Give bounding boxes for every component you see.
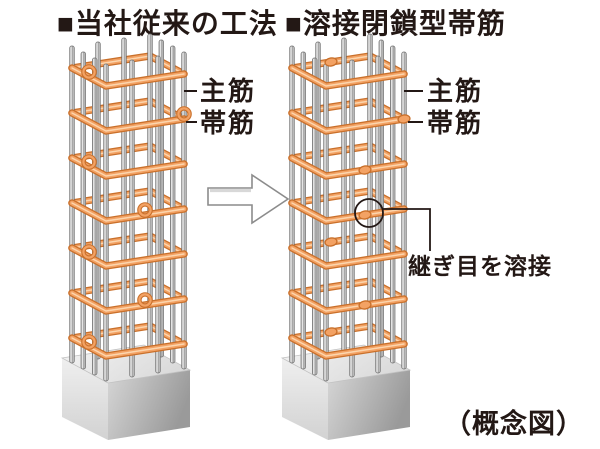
hoop-band-front <box>71 202 185 222</box>
main-rebar <box>170 45 176 364</box>
hoop-hook-loop <box>82 65 96 79</box>
welded-column-illustration <box>280 33 412 440</box>
main-rebar <box>390 45 396 364</box>
concrete-base-front <box>62 358 108 440</box>
weld-joint <box>358 165 372 175</box>
weld-joint <box>324 327 338 337</box>
hoop-band-back <box>291 55 405 75</box>
right-hoop-label: 帯筋 <box>427 108 483 138</box>
hoop-hook <box>81 244 97 260</box>
weld-joint <box>324 237 338 247</box>
hoop-hook <box>137 292 153 308</box>
hoop-hook-loop <box>138 203 152 217</box>
hoop-hook-loop <box>177 107 191 121</box>
hoop-hook <box>176 106 192 122</box>
weld-note-leader-line <box>383 208 431 251</box>
weld-joint <box>397 114 411 124</box>
weld-joint <box>324 57 338 67</box>
hoop-band-back <box>291 325 405 345</box>
caption-conceptual-diagram: （概念図） <box>444 408 584 439</box>
hoop-hook <box>81 334 97 350</box>
weld-note-label: 継ぎ目を溶接 <box>408 253 552 279</box>
hoop-band-back <box>71 100 185 120</box>
left-hoop-label: 帯筋 <box>200 108 256 138</box>
hoop-band-back <box>291 145 405 165</box>
hoop-band-back <box>291 235 405 255</box>
concrete-base-side <box>108 370 190 440</box>
left-method-title: ■当社従来の工法 <box>57 8 278 39</box>
weld-joint <box>358 210 372 220</box>
concrete-base-front <box>282 358 328 440</box>
concrete-base-side <box>328 370 410 440</box>
hoop-band-back <box>71 190 185 210</box>
right-method-title: ■溶接閉鎖型帯筋 <box>285 7 506 39</box>
hoop-hook-loop <box>82 245 96 259</box>
left-main-bar-label: 主筋 <box>200 76 256 106</box>
hoop-band-back <box>291 190 405 210</box>
hoop-band-front <box>71 112 185 132</box>
hoop-hook <box>81 64 97 80</box>
transform-arrow-icon <box>207 173 290 225</box>
hoop-hook <box>81 154 97 170</box>
hoop-band-front <box>291 202 405 222</box>
hoop-band-back <box>71 280 185 300</box>
hoop-band-front <box>71 292 185 312</box>
hoop-hook-loop <box>82 155 96 169</box>
hoop-band-back <box>291 280 405 300</box>
weld-joint <box>358 300 372 310</box>
hoop-band-front <box>291 157 405 177</box>
hoop-band-front <box>291 247 405 267</box>
hoop-band-front <box>291 67 405 87</box>
hoop-hook <box>137 202 153 218</box>
weld-circle-annotation <box>354 198 431 251</box>
hoop-band-front <box>291 292 405 312</box>
right-main-bar-label: 主筋 <box>427 76 483 106</box>
conventional-column-illustration <box>60 33 192 440</box>
circle-annotation-icon <box>354 198 384 228</box>
hoop-hook-loop <box>82 335 96 349</box>
hoop-band-front <box>291 337 405 357</box>
hoop-band-back <box>291 100 405 120</box>
hoop-band-front <box>291 112 405 132</box>
hoop-hook-loop <box>138 293 152 307</box>
